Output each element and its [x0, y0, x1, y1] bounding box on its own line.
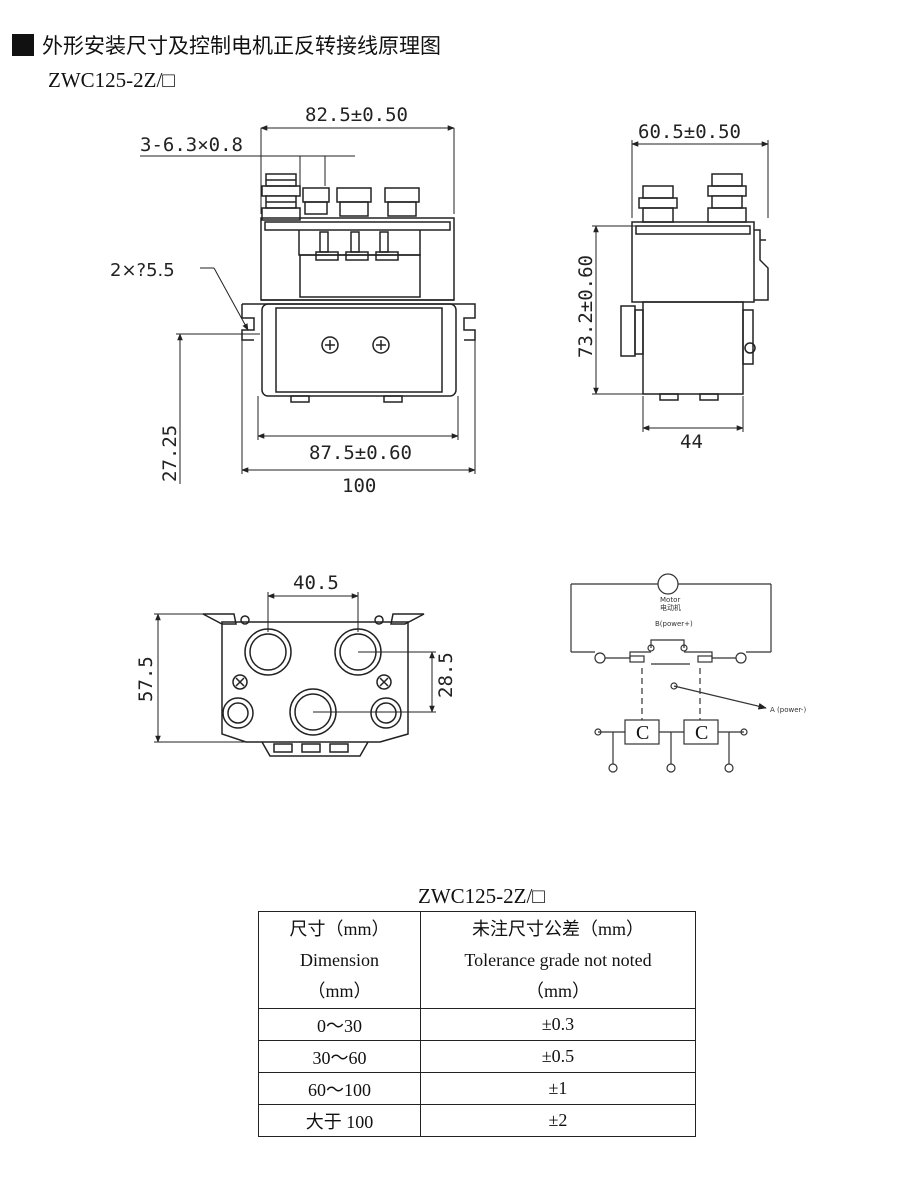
table-row: 0～30 ±0.3	[258, 1008, 696, 1041]
top-view-dimensions	[154, 592, 436, 743]
dim-front-inner: 87.5±0.60	[309, 442, 412, 464]
motor-symbol	[657, 573, 679, 595]
dim-top-spacing: 40.5	[293, 572, 339, 594]
header-tolerance-unit: （mm）	[525, 980, 590, 1001]
a-terminal-label: A (power-)	[770, 706, 806, 714]
front-view-dimensions	[140, 125, 476, 484]
table-row: 30～60 ±0.5	[258, 1040, 696, 1073]
dim-side-bottom: 44	[680, 431, 703, 453]
top-view	[202, 613, 425, 757]
dim-terminal-size: 3-6.3×0.8	[140, 134, 243, 156]
tolerance-table: 尺寸（mm） Dimension （mm） 未注尺寸公差（mm） Toleran…	[258, 911, 696, 1137]
cell-dimension: 30～60	[258, 1040, 421, 1073]
motor-label-cn: 电动机	[660, 603, 681, 612]
front-view	[241, 173, 476, 403]
dim-side-top: 60.5±0.50	[638, 121, 741, 143]
cell-tolerance: ±1	[420, 1072, 696, 1105]
dim-mounting-hole: 2×?5.5	[110, 260, 175, 281]
header-tolerance-en: Tolerance grade not noted	[464, 949, 652, 970]
side-lower-housing	[642, 301, 744, 395]
lower-housing	[261, 303, 457, 397]
dim-side-height: 73.2±0.60	[575, 255, 597, 358]
side-view-dimensions	[592, 140, 769, 432]
header-tolerance-cn: 未注尺寸公差（mm）	[471, 918, 644, 939]
dim-front-total: 100	[342, 475, 376, 497]
side-view	[620, 173, 769, 401]
terminal-studs	[261, 173, 420, 221]
page-title: 外形安装尺寸及控制电机正反转接线原理图	[42, 34, 441, 58]
dim-top-height: 57.5	[135, 656, 157, 702]
cell-tolerance: ±2	[420, 1104, 696, 1137]
cell-dimension: 60～100	[258, 1072, 421, 1105]
header-dimension: 尺寸（mm） Dimension （mm）	[258, 911, 421, 1009]
coil-1-label: C	[636, 722, 649, 744]
table-header-row: 尺寸（mm） Dimension （mm） 未注尺寸公差（mm） Toleran…	[258, 911, 696, 1009]
motor-label: Motor	[660, 596, 680, 604]
header-dimension-unit: （mm）	[307, 980, 372, 1001]
header-tolerance: 未注尺寸公差（mm） Tolerance grade not noted （mm…	[420, 911, 696, 1009]
coil-2-label: C	[695, 722, 708, 744]
table-row: 60～100 ±1	[258, 1072, 696, 1105]
cell-dimension: 0～30	[258, 1008, 421, 1041]
model-number: ZWC125-2Z/□	[48, 68, 175, 92]
dim-front-top: 82.5±0.50	[305, 104, 408, 126]
cell-dimension: 大于 100	[258, 1104, 421, 1137]
technical-drawings: 82.5±0.50 3-6.3×0.8 2×?5.5 27.25 87.5±0.…	[110, 104, 806, 773]
wiring-schematic	[570, 573, 772, 773]
dim-front-left: 27.25	[159, 425, 181, 482]
header-dimension-en: Dimension	[300, 949, 379, 970]
cell-tolerance: ±0.3	[420, 1008, 696, 1041]
b-terminal-label: B(power+)	[655, 620, 693, 628]
top-housing	[221, 621, 409, 743]
table-title: ZWC125-2Z/□	[418, 884, 545, 908]
bullet-square-icon	[12, 34, 34, 56]
table-row: 大于 100 ±2	[258, 1104, 696, 1137]
page-header: 外形安装尺寸及控制电机正反转接线原理图 ZWC125-2Z/□	[12, 30, 441, 93]
header-dimension-cn: 尺寸（mm）	[289, 918, 390, 939]
dim-top-offset: 28.5	[435, 652, 457, 698]
cell-tolerance: ±0.5	[420, 1040, 696, 1073]
